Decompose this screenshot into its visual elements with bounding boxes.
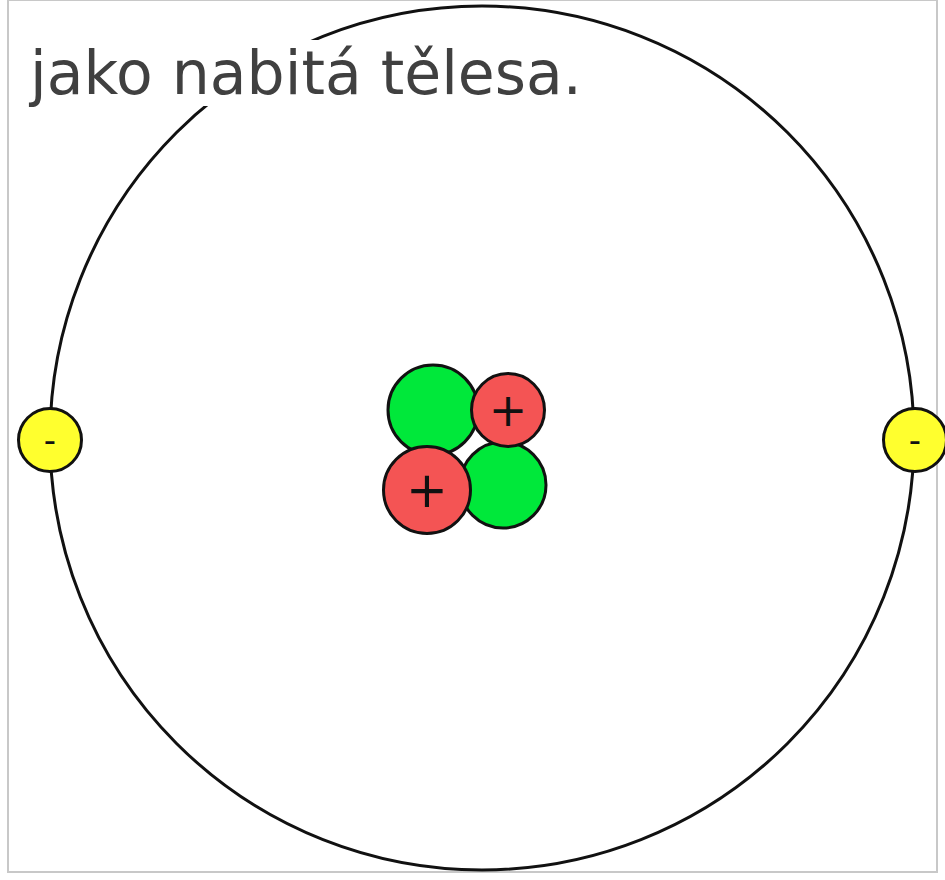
neutron bbox=[388, 365, 478, 455]
charge-sign: + bbox=[489, 387, 528, 433]
proton: + bbox=[382, 445, 472, 535]
slide-frame bbox=[8, 0, 937, 872]
electron-orbit bbox=[50, 6, 914, 870]
electron: - bbox=[882, 407, 945, 473]
proton: + bbox=[470, 372, 546, 448]
slide-text: jako nabitá tělesa. bbox=[30, 40, 582, 106]
neutron bbox=[460, 442, 546, 528]
electron: - bbox=[17, 407, 83, 473]
charge-sign: - bbox=[909, 423, 921, 457]
charge-sign: - bbox=[44, 423, 56, 457]
charge-sign: + bbox=[406, 465, 448, 515]
